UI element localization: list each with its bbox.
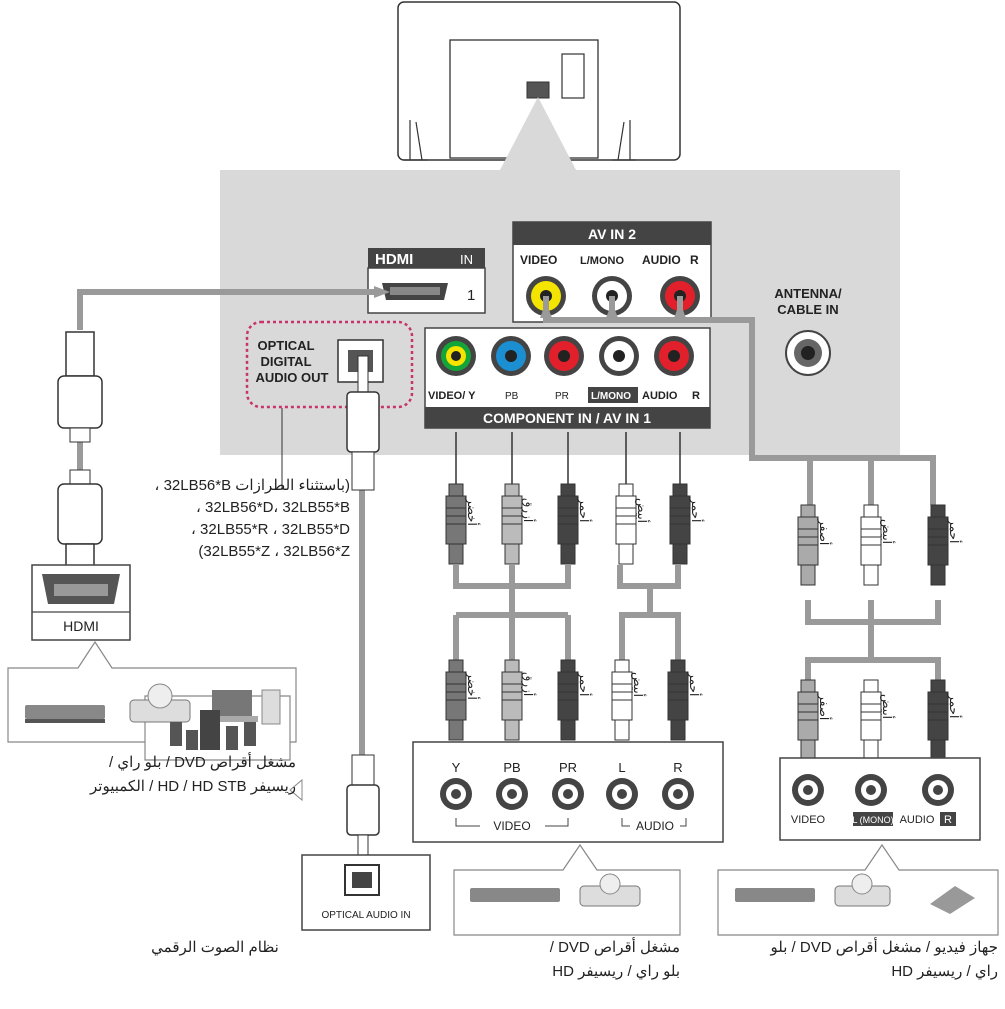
- comp-dev-jacks: [440, 778, 694, 810]
- hdmi-port-number: 1: [467, 287, 475, 304]
- optical-label-2: DIGITAL: [260, 354, 311, 369]
- component-video-y-label: VIDEO/ Y: [428, 390, 476, 402]
- component-y-jack: [436, 336, 476, 376]
- component-pb-jack: [491, 336, 531, 376]
- label-green-top: أخضر: [465, 497, 480, 526]
- component-pb-label: PB: [505, 391, 519, 402]
- hdmi-plug-top: [57, 331, 103, 443]
- comp-dev-pb: PB: [503, 760, 520, 775]
- component-lmono-label: L/MONO: [591, 391, 631, 402]
- optical-label-1: OPTICAL: [257, 338, 314, 353]
- rca-plug-red-top-av: [927, 504, 949, 586]
- hdmi-device-caption-2: ريسيفر HD / HD STB / الكمبيوتر: [90, 778, 296, 795]
- component-r-jack: [654, 336, 694, 376]
- rca-plug-blue-bottom: [501, 659, 523, 741]
- rca-plug-blue-top: [501, 483, 523, 565]
- rca-plug-red-bottom-av: [927, 679, 949, 761]
- av-in-2-title: AV IN 2: [588, 226, 636, 242]
- component-device-bubble: [453, 843, 681, 936]
- antenna-label-2: CABLE IN: [777, 302, 838, 317]
- hdmi-port-block: [367, 248, 486, 314]
- component-l-jack: [599, 336, 639, 376]
- label-white-bottom: أبيض: [631, 672, 646, 697]
- hdmi-device-port-label: HDMI: [63, 618, 99, 634]
- component-dvd-icon: [470, 873, 641, 907]
- label-red-top: أحمر: [577, 497, 592, 522]
- rca-plug-white-top: [615, 483, 637, 565]
- dvd-player-icon: [25, 705, 105, 723]
- av2-audio-label: AUDIO: [642, 253, 681, 267]
- av-dev-jacks: [792, 774, 954, 806]
- av2-lmono-label: L/MONO: [580, 255, 624, 267]
- comp-dev-l: L: [618, 760, 625, 775]
- optical-audio-in-label: OPTICAL AUDIO IN: [321, 910, 410, 921]
- label-green-bottom: أخضر: [465, 671, 480, 700]
- label-yellow-top: أصفر: [817, 518, 832, 545]
- label-red-av-top: أحمر: [947, 518, 962, 543]
- optical-plug-top: [346, 355, 380, 491]
- comp-dev-pr: PR: [559, 760, 577, 775]
- optical-device-caption: نظام الصوت الرقمي: [151, 939, 279, 956]
- rca-plug-green-bottom: [445, 659, 467, 741]
- av-device-caption-2: راي / ريسيفر HD: [891, 963, 998, 980]
- exception-note-4: 32LB55*Z ، 32LB56*Z): [198, 543, 350, 560]
- hdmi-plug-bottom: [57, 469, 103, 573]
- label-red2-top: أحمر: [689, 497, 704, 522]
- antenna-jack: [785, 330, 831, 376]
- label-red-av-bottom: أحمر: [947, 693, 962, 718]
- component-audio-label: AUDIO: [642, 390, 678, 402]
- label-white-av-bottom: أبيض: [880, 694, 895, 719]
- antenna-label-1: ANTENNA/: [774, 286, 842, 301]
- label-red2-bottom: أحمر: [687, 671, 702, 696]
- exception-note-2: 32LB56*D، 32LB55*B ،: [196, 499, 350, 516]
- av-dev-lmono: L (MONO): [852, 815, 893, 825]
- component-device-caption-1: مشغل أقراص DVD /: [549, 939, 680, 956]
- hdmi-device-caption-1: مشغل أقراص DVD / بلو راي /: [109, 754, 296, 771]
- rca-plug-red-top: [557, 483, 579, 565]
- comp-dev-audio-label: AUDIO: [636, 819, 674, 833]
- label-blue-bottom: أزرق: [521, 672, 536, 696]
- optical-label-3: AUDIO OUT: [256, 370, 329, 385]
- label-blue-top: أزرق: [521, 498, 536, 522]
- component-title: COMPONENT IN / AV IN 1: [483, 410, 651, 426]
- av2-r-label: R: [690, 253, 699, 267]
- rca-plug-white-bottom: [611, 659, 633, 741]
- av-dev-audio: AUDIO: [900, 814, 935, 826]
- rca-plug-green-top: [445, 483, 467, 565]
- av-dev-r: R: [944, 814, 952, 826]
- rca-plug-red-bottom: [557, 659, 579, 741]
- rca-plug-red2-bottom: [667, 659, 689, 741]
- component-pr-jack: [544, 336, 584, 376]
- optical-dotted-outline: [245, 320, 414, 409]
- exception-note-1: (باستثناء الطرازات 32LB56*B ،: [154, 477, 350, 494]
- label-yellow-bottom: أصفر: [817, 693, 832, 720]
- av-dev-video: VIDEO: [791, 814, 826, 826]
- optical-plug-bottom: [346, 754, 380, 858]
- rca-plug-white-top-av: [860, 504, 882, 586]
- rca-plug-yellow-bottom: [797, 679, 819, 761]
- disc-player-icon: [129, 683, 191, 723]
- rca-plug-yellow-top: [797, 504, 819, 586]
- rca-plug-white-bottom-av: [860, 679, 882, 761]
- av-device-caption-1: جهاز فيديو / مشغل أقراص DVD / بلو: [770, 939, 998, 956]
- tv-back-illustration: [397, 1, 681, 161]
- label-red-bottom: أحمر: [577, 671, 592, 696]
- component-r-label: R: [692, 390, 700, 402]
- label-white-top: أبيض: [635, 498, 650, 523]
- av-device-icons: [735, 873, 975, 914]
- hdmi-in-label: IN: [460, 252, 473, 267]
- component-pr-label: PR: [555, 391, 569, 402]
- av2-video-label: VIDEO: [520, 253, 557, 267]
- comp-dev-r: R: [673, 760, 682, 775]
- component-device-caption-2: بلو راي / ريسيفر HD: [552, 963, 680, 980]
- label-white-av-top: أبيض: [880, 519, 895, 544]
- rca-plug-red2-top: [669, 483, 691, 565]
- hdmi-logo: HDMI: [375, 251, 413, 268]
- comp-dev-y: Y: [452, 760, 461, 775]
- speaker-system-icon: [170, 710, 256, 750]
- exception-note-3: 32LB55*R ، 32LB55*D ،: [191, 521, 350, 538]
- comp-dev-video-label: VIDEO: [493, 819, 530, 833]
